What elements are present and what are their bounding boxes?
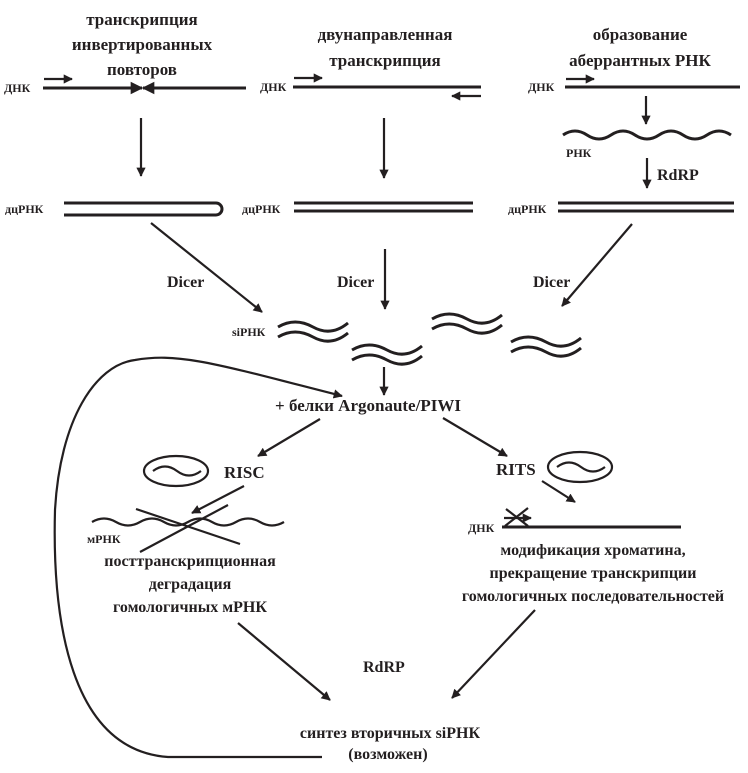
- secondary-line-2: (возможен): [348, 746, 427, 763]
- title-line-1: транскрипция: [86, 10, 197, 29]
- title-line-1: двунаправленная: [318, 25, 453, 44]
- dicer-arrow: [561, 223, 633, 307]
- rits-label: RITS: [496, 460, 536, 479]
- rdrp-label: RdRP: [363, 659, 405, 676]
- mrna-label: мРНК: [87, 532, 121, 546]
- hairpin-dsrna: [64, 201, 224, 217]
- title-line-2: транскрипция: [329, 51, 440, 70]
- sirna-duplex: [431, 312, 503, 335]
- rits-complex-icon: [546, 450, 614, 484]
- risc-to-secondary-arrow: [237, 622, 331, 701]
- sirna-label: siРНК: [232, 325, 266, 339]
- dsrna-label: дцРНК: [508, 202, 547, 216]
- rna-label: РНК: [566, 146, 592, 160]
- risc-outcome-line-2: деградация: [149, 576, 232, 593]
- dsrna-label: дцРНК: [5, 202, 44, 216]
- sirna-duplex: [510, 335, 582, 358]
- dicer-arrow: [150, 222, 263, 313]
- pathway-aberrant-rna: образование аберрантных РНК ДНК РНК RdRP…: [508, 25, 740, 307]
- rits-to-dna-arrow: [541, 480, 576, 503]
- risc-to-mrna-arrow: [191, 485, 245, 514]
- title-line-1: образование: [593, 25, 688, 44]
- sirna-group: siРНК: [232, 312, 582, 366]
- rna-wavy-strand: [562, 129, 732, 141]
- mrna-wavy-strand: [91, 517, 285, 527]
- risc-sirna-strand: [152, 465, 202, 477]
- rits-outcome-line-2: прекращение транскрипции: [490, 565, 697, 582]
- title-line-2: аберрантных РНК: [569, 51, 711, 70]
- to-risc-arrow: [257, 418, 321, 457]
- dna-label: ДНК: [260, 80, 287, 94]
- rits-outcome-line-3: гомологичных последовательностей: [462, 588, 724, 605]
- secondary-line-1: синтез вторичных siРНК: [300, 725, 481, 742]
- dna-label: ДНК: [4, 81, 31, 95]
- rits-branch: RITS ДНК модификация хроматина, прекраще…: [442, 417, 724, 605]
- to-rits-arrow: [442, 417, 508, 457]
- dsrna-label: дцРНК: [242, 202, 281, 216]
- feedback-loop-arrow: [53, 356, 343, 759]
- block-cross-line-2: [504, 507, 529, 527]
- risc-branch: RISC мРНК посттранскрипционная деградаци…: [87, 418, 321, 616]
- sirna-duplex: [277, 320, 349, 343]
- sirna-duplex: [351, 343, 423, 366]
- rits-outcome-line-1: модификация хроматина,: [500, 542, 685, 559]
- title-line-2: инвертированных: [72, 35, 213, 54]
- risc-outcome-line-1: посттранскрипционная: [104, 553, 276, 570]
- argonaute-label: + белки Argonaute/PIWI: [275, 396, 461, 415]
- dna-label: ДНК: [468, 521, 495, 535]
- cleavage-cross-line-2: [139, 504, 229, 553]
- rits-sirna-strand: [556, 461, 606, 473]
- risc-label: RISC: [224, 463, 265, 482]
- dicer-label: Dicer: [337, 274, 374, 291]
- dicer-label: Dicer: [533, 274, 570, 291]
- dna-label: ДНК: [528, 80, 555, 94]
- rits-to-secondary-arrow: [451, 609, 536, 699]
- secondary-sirna: RdRP синтез вторичных siРНК (возможен): [237, 609, 536, 763]
- risc-outcome-line-3: гомологичных мРНК: [113, 599, 267, 616]
- rdrp-label: RdRP: [657, 167, 699, 184]
- title-line-3: повторов: [107, 60, 177, 79]
- pathway-bidirectional: двунаправленная транскрипция ДНК дцРНК D…: [242, 25, 481, 310]
- risc-complex-icon: [142, 454, 210, 488]
- pathway-inverted-repeats: транскрипция инвертированных повторов ДН…: [4, 10, 263, 313]
- dicer-label: Dicer: [167, 274, 204, 291]
